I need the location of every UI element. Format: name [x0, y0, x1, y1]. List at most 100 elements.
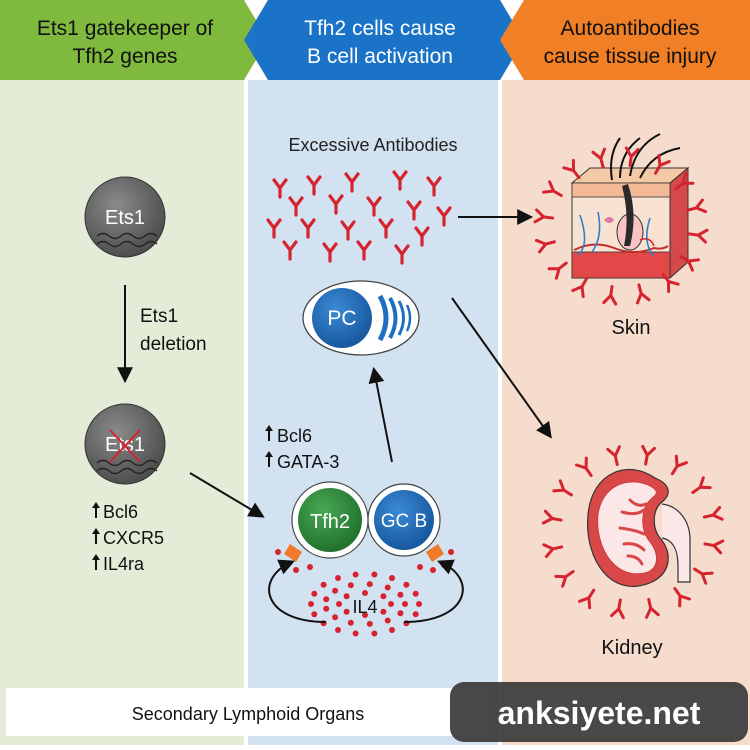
tfh2-gene-list: Bcl6 GATA-3	[264, 424, 339, 472]
gene-label: GATA-3	[277, 452, 339, 472]
il4-dot	[388, 601, 394, 607]
deletion-label-line2: deletion	[140, 334, 207, 355]
gene-label: Bcl6	[103, 502, 138, 522]
il4-label: IL4	[352, 597, 377, 617]
gcb-to-pc-arrow	[368, 366, 393, 463]
il4-autocrine-arrow-left	[268, 559, 327, 623]
antibody-icon	[702, 506, 724, 521]
antibody-icon	[571, 277, 588, 299]
antibody-icon	[541, 509, 563, 525]
il4-dot	[332, 614, 339, 621]
pc-label: PC	[327, 307, 356, 330]
upregulated-genes-list: Bcl6 CXCR5 IL4ra	[91, 501, 164, 574]
il4-dot	[352, 571, 359, 578]
header-col3-chevron	[500, 0, 750, 80]
header-col2-line2: B cell activation	[307, 45, 453, 68]
tfh2-cell: Tfh2	[291, 481, 369, 559]
deletion-label-line1: Ets1	[140, 306, 178, 327]
ets1-cell: Ets1	[84, 176, 166, 258]
gene-label: IL4ra	[103, 554, 145, 574]
il4-dot	[362, 590, 368, 596]
header-col1-line2: Tfh2 genes	[72, 45, 177, 68]
antibody-icon	[533, 208, 555, 224]
tfh2-label: Tfh2	[310, 511, 350, 533]
antibody-icon	[661, 272, 680, 293]
skin-antibody-ring	[533, 146, 709, 306]
skin-label: Skin	[612, 317, 651, 339]
il4-dot	[412, 590, 419, 597]
antibody-icon	[610, 598, 625, 620]
il4-dot	[347, 619, 354, 626]
antibody-icon	[635, 283, 651, 305]
antibody-icon	[686, 198, 708, 214]
gene-label: CXCR5	[103, 528, 164, 548]
il4-dot	[366, 581, 373, 588]
antibody-icon	[703, 539, 725, 555]
kidney-label: Kidney	[601, 637, 662, 659]
watermark-text: anksiyete.net	[498, 695, 701, 731]
antibody-icon	[552, 479, 573, 497]
header-col3-line1: Autoantibodies	[561, 17, 700, 40]
antibody-icon	[547, 261, 568, 280]
plasma-cell: PC	[302, 280, 420, 356]
il4-dot	[343, 608, 350, 615]
antibody-to-kidney-arrow	[451, 297, 552, 439]
il4-dot	[384, 617, 391, 624]
antibody-icon	[578, 588, 596, 610]
il4-dot	[402, 601, 408, 607]
antibody-icon	[591, 147, 607, 169]
il4-dot	[366, 620, 373, 627]
antibody-icon	[693, 567, 714, 585]
antibody-icon	[674, 172, 695, 191]
il4-dot	[336, 601, 342, 607]
header-col3-line2: cause tissue injury	[544, 45, 717, 68]
il4-autocrine-arrow-right	[403, 559, 464, 623]
il4-dot	[311, 590, 318, 597]
il4-dot	[397, 591, 404, 598]
il4-dot	[352, 630, 359, 637]
cytokine-receptor-icon	[275, 544, 454, 573]
panel-divider	[498, 80, 502, 745]
il4-dot	[347, 582, 354, 589]
kidney-icon	[587, 469, 691, 588]
antibody-icon	[534, 238, 556, 254]
antibody-icon	[562, 159, 581, 180]
antibodies-title: Excessive Antibodies	[288, 135, 457, 155]
antibody-icon	[606, 445, 621, 467]
il4-dot	[332, 587, 339, 594]
antibody-icon	[687, 228, 709, 244]
antibody-icon	[673, 587, 692, 608]
ets1-cell-label: Ets1	[105, 207, 145, 229]
organs-footer-bar	[6, 688, 490, 736]
il4-dot	[320, 581, 327, 588]
to-tfh2-arrow	[189, 472, 265, 518]
header-col2-line1: Tfh2 cells cause	[304, 17, 456, 40]
antibody-icon	[670, 454, 688, 476]
il4-dot	[371, 571, 378, 578]
il4-dot	[335, 627, 341, 633]
il4-dot	[389, 627, 395, 633]
il4-dot	[371, 630, 378, 637]
header-col2-chevron	[244, 0, 524, 80]
header-col1-line1: Ets1 gatekeeper of	[37, 17, 213, 40]
il4-dot	[323, 605, 330, 612]
antibody-icon	[574, 456, 593, 477]
antibody-icon	[602, 284, 618, 306]
antibody-icon	[542, 543, 564, 558]
organs-label: Secondary Lymphoid Organs	[132, 704, 364, 724]
il4-dot	[323, 596, 330, 603]
il4-dot	[412, 611, 419, 618]
antibody-icon	[542, 180, 563, 197]
il4-cytokine-cloud	[308, 571, 422, 637]
il4-dot	[362, 612, 368, 618]
gcb-label: GC B	[381, 511, 427, 532]
il4-dot	[335, 575, 341, 581]
panel-divider	[244, 80, 248, 745]
il4-dot	[343, 593, 350, 600]
antibody-icon	[654, 153, 671, 175]
il4-dot	[416, 601, 422, 607]
il4-dot	[380, 593, 387, 600]
il4-dot	[389, 575, 395, 581]
